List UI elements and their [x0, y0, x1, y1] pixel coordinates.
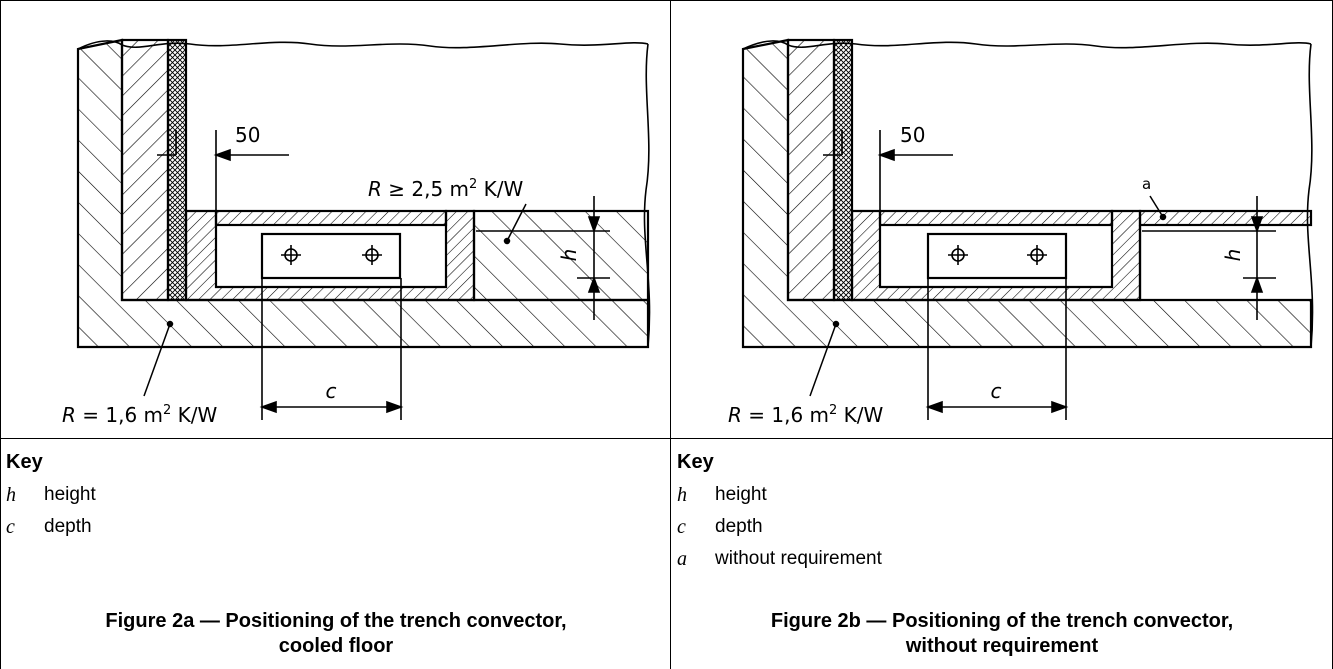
dim-c-label-b: c — [991, 379, 1002, 403]
dim-50-label-b: 50 — [900, 123, 925, 147]
pipe-symbols-b — [948, 245, 1047, 265]
dimension-c-a — [259, 278, 404, 420]
dimension-h-b — [1142, 196, 1276, 320]
dim-50-label-a: 50 — [235, 123, 260, 147]
key-description: depth — [715, 516, 763, 537]
leader-bottom-b — [809, 320, 840, 397]
dim-c-label-a: c — [326, 379, 337, 403]
key-description: without requirement — [715, 548, 882, 569]
key-title-a: Key — [6, 451, 43, 473]
table-divider-horizontal — [0, 438, 1333, 439]
dimension-50-b — [823, 130, 953, 211]
label-a-b: a — [1142, 175, 1151, 193]
figure-2b-drawing: 50 a h c R = 1,6 m2 K/W — [728, 38, 1314, 427]
caption-line-2: cooled floor — [278, 635, 394, 657]
table-divider-middle — [670, 0, 671, 669]
dim-h-label-b: h — [1221, 249, 1245, 262]
key-symbol: c — [677, 516, 686, 538]
key-description: height — [44, 484, 96, 505]
key-item-c-b: c depth — [677, 516, 1277, 540]
key-symbol: a — [677, 548, 687, 570]
leader-top-a — [503, 203, 527, 245]
resistance-top-a: R ≥ 2,5 m2 K/W — [368, 177, 524, 201]
leader-bottom-a — [143, 320, 174, 397]
key-figure-2b: Key h height c depth a without requireme… — [677, 445, 1327, 605]
dim-h-label-a: h — [557, 249, 581, 262]
key-description: depth — [44, 516, 92, 537]
dimension-50-a — [157, 130, 289, 211]
key-item-h-b: h height — [677, 484, 1277, 508]
structure-b — [741, 38, 1314, 349]
key-symbol: h — [6, 484, 16, 506]
caption-line-1: Figure 2b — Positioning of the trench co… — [770, 610, 1234, 632]
key-figure-2a: Key h height c depth — [6, 445, 662, 585]
key-symbol: h — [677, 484, 687, 506]
table-border-top — [0, 0, 1333, 1]
table-border-left — [0, 0, 1, 669]
resistance-bottom-b: R = 1,6 m2 K/W — [728, 403, 884, 427]
structure-a — [76, 38, 651, 349]
dimension-h-a — [476, 196, 610, 320]
dimension-c-b — [925, 278, 1069, 420]
leader-a-b — [1149, 195, 1167, 221]
key-item-c-a: c depth — [6, 516, 606, 540]
caption-line-1: Figure 2a — Positioning of the trench co… — [105, 610, 567, 632]
resistance-bottom-a: R = 1,6 m2 K/W — [62, 403, 218, 427]
key-item-h-a: h height — [6, 484, 606, 508]
figure-caption-2b: Figure 2b — Positioning of the trench co… — [672, 609, 1332, 659]
caption-line-2: without requirement — [905, 635, 1099, 657]
pipe-symbols-a — [281, 245, 382, 265]
key-item-a-b: a without requirement — [677, 548, 1277, 572]
figure-2a-drawing: 50 R ≥ 2,5 m2 K/W h c — [62, 38, 651, 427]
figure-caption-2a: Figure 2a — Positioning of the trench co… — [6, 609, 666, 659]
key-title-b: Key — [677, 451, 714, 473]
key-description: height — [715, 484, 767, 505]
key-symbol: c — [6, 516, 15, 538]
